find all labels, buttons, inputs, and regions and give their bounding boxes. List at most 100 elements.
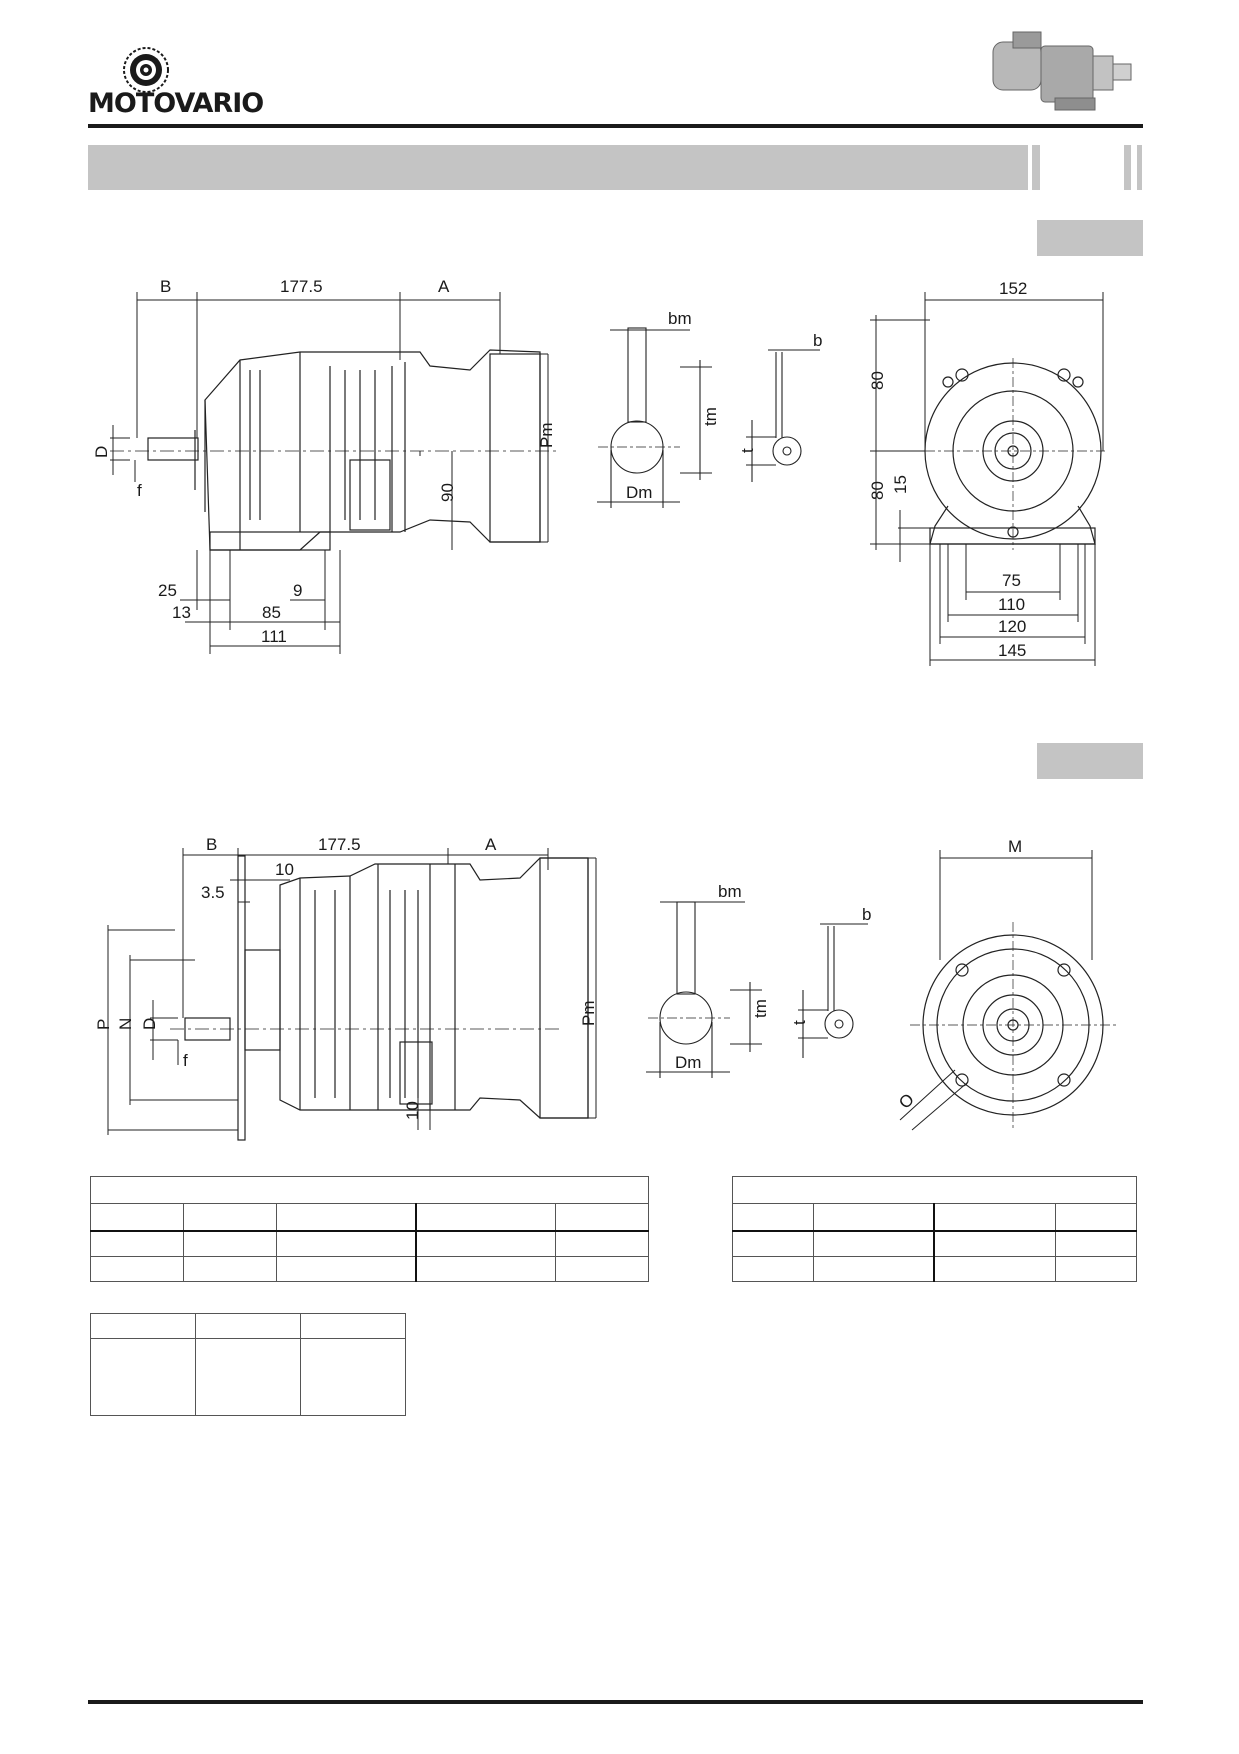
top-dim-110: 110 [998,595,1025,614]
bottom-dim-tm: tm [751,999,770,1018]
top-dim-13: 13 [172,603,191,622]
drawing-top: B 177.5 A D f Pm 90 25 9 13 85 111 bm tm… [92,277,1105,666]
top-dim-B: B [160,277,171,296]
bottom-dim-N: N [116,1018,135,1030]
bottom-flange-plate [237,855,246,1141]
bottom-b-shaft-section [824,1009,854,1039]
top-dim-145: 145 [998,641,1026,660]
table-1-cell [183,1203,277,1232]
table-2-cell [812,1203,935,1232]
title-band-sep-3 [1137,145,1142,190]
top-dim-tm: tm [701,407,720,426]
top-dim-b: b [813,331,822,350]
brand-logo: MOTOVARIO [88,44,264,122]
title-band-sep-1 [1032,145,1040,190]
table-2-cell [1055,1256,1137,1282]
bottom-dim-A: A [485,835,497,854]
section-tag-top [1037,220,1143,256]
table-2-header [732,1176,1137,1204]
bottom-dim-10v: 10 [403,1101,422,1120]
bottom-dim-Dm: Dm [675,1053,701,1072]
top-dim-Dm: Dm [626,483,652,502]
top-dim-85: 85 [262,603,281,622]
table-1-cell [90,1203,184,1232]
table-2-cell [933,1203,1057,1232]
table-1-cell [90,1230,184,1257]
table-1-cell [90,1256,184,1282]
top-dim-Pm: Pm [537,423,556,449]
table-2-cell [933,1230,1057,1257]
table-2-cell [812,1230,935,1257]
section-tag-bottom [1037,743,1143,779]
top-dim-75: 75 [1002,571,1021,590]
footer-rule [88,1700,1143,1704]
product-image [985,24,1145,116]
table-1-cell [276,1203,417,1232]
table-1-cell [276,1256,417,1282]
top-dim-80b: 80 [868,481,887,500]
table-1-cell [415,1256,556,1282]
drawing-bottom: B 177.5 A 10 3.5 P N D f Pm 10 bm tm Dm … [94,835,1116,1141]
table-1-cell [183,1230,277,1257]
table-1-cell [555,1230,649,1257]
bottom-dim-P: P [94,1019,113,1030]
top-dim-f: f [137,481,142,500]
bottom-dim-M: M [1008,837,1022,856]
table-2-cell [933,1256,1057,1282]
table-1 [90,1176,649,1282]
top-dim-25: 25 [158,581,177,600]
table-3 [90,1313,406,1416]
top-dim-A: A [438,277,450,296]
table-1-cell [415,1230,556,1257]
bottom-dim-Pm: Pm [579,1001,598,1027]
table-2-cell [732,1256,814,1282]
table-2-cell [1055,1230,1137,1257]
bottom-dim-len: 177.5 [318,835,361,854]
top-dim-bm: bm [668,309,692,328]
top-dim-D: D [92,446,111,458]
top-flange [489,353,541,543]
table-1-cell [415,1203,556,1232]
table-2-cell [812,1256,935,1282]
brand-name: MOTOVARIO [88,88,264,119]
bottom-dim-3.5: 3.5 [201,883,225,902]
top-dim-t: t [738,448,757,453]
top-dim-15: 15 [891,475,910,494]
top-dim-9: 9 [293,581,302,600]
table-3-cell [90,1338,196,1416]
table-3-cell [300,1313,406,1339]
table-1-cell [276,1230,417,1257]
bottom-dim-bm: bm [718,882,742,901]
table-1-cell [183,1256,277,1282]
table-2-cell [1055,1203,1137,1232]
top-dim-111: 111 [261,627,287,646]
table-1-header [90,1176,649,1204]
top-dim-152: 152 [999,279,1027,298]
title-band-sep-2 [1124,145,1131,190]
top-b-shaft-section [772,436,802,466]
bottom-dim-D: D [140,1018,159,1030]
bottom-dim-t: t [790,1020,809,1025]
table-2-cell [732,1230,814,1257]
table-2 [732,1176,1137,1282]
table-2-cell [732,1203,814,1232]
table-3-cell [300,1338,406,1416]
table-3-cell [195,1338,301,1416]
table-1-cell [555,1203,649,1232]
title-band [88,145,1028,190]
top-dim-120: 120 [998,617,1026,636]
table-3-cell [90,1313,196,1339]
table-3-cell [195,1313,301,1339]
top-shaft [147,437,199,461]
bottom-dim-b: b [862,905,871,924]
table-1-cell [555,1256,649,1282]
logo-emblem-icon [123,47,169,93]
top-dim-90: 90 [438,483,457,502]
bottom-dim-B: B [206,835,217,854]
bottom-dim-O: O [895,1090,918,1113]
bottom-side-housing [279,857,589,1119]
bottom-dim-f: f [183,1051,188,1070]
top-dim-len: 177.5 [280,277,323,296]
header-rule [88,124,1143,128]
bottom-dim-10: 10 [275,860,294,879]
